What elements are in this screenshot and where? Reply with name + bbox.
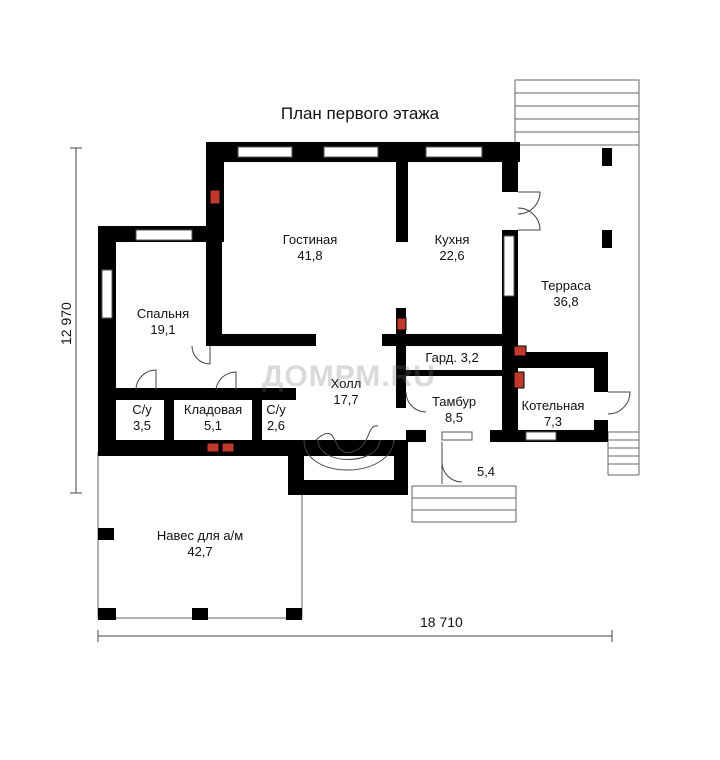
doors: [135, 191, 631, 484]
room-carport-area: 42,7: [187, 544, 213, 559]
spiral-staircase: [303, 425, 395, 471]
room-kitchen: Кухня 22,6: [435, 232, 470, 264]
room-terrace-name: Терраса: [541, 278, 591, 293]
room-bedroom-name: Спальня: [136, 306, 190, 321]
windows: [101, 146, 557, 441]
room-wc2-name: С/у: [266, 402, 286, 417]
room-storage-name: Кладовая: [183, 402, 243, 417]
room-wc1: С/у 3,5: [132, 402, 152, 434]
room-terrace: Терраса 36,8: [541, 278, 591, 310]
room-wc1-name: С/у: [132, 402, 152, 417]
room-wc2: С/у 2,6: [266, 402, 286, 434]
room-boiler-area: 7,3: [543, 414, 563, 429]
room-living-area: 41,8: [297, 248, 323, 263]
room-hall: Холл 17,7: [331, 376, 362, 408]
room-carport: Навес для а/м 42,7: [157, 528, 243, 560]
room-living-name: Гостиная: [282, 232, 338, 247]
room-storage: Кладовая 5,1: [184, 402, 242, 434]
room-porch: 5,4: [477, 464, 495, 480]
room-hall-name: Холл: [330, 376, 362, 391]
chimneys: [206, 189, 527, 453]
room-porch-area: 5,4: [476, 464, 496, 479]
room-vestibule-area: 8,5: [444, 410, 464, 425]
watermark: ДОМРМ.RU: [262, 360, 436, 393]
dimension-lines: [70, 147, 613, 642]
room-kitchen-area: 22,6: [439, 248, 465, 263]
room-garderob-name: Гард.: [425, 350, 457, 365]
room-bedroom: Спальня 19,1: [137, 306, 189, 338]
entrance-steps: [411, 485, 517, 523]
room-storage-area: 5,1: [203, 418, 223, 433]
width-dimension: 18 710: [420, 614, 463, 630]
room-boiler-name: Котельная: [521, 398, 585, 413]
room-terrace-area: 36,8: [553, 294, 579, 309]
room-bedroom-area: 19,1: [150, 322, 176, 337]
room-vestibule-name: Тамбур: [431, 394, 477, 409]
room-carport-name: Навес для а/м: [156, 528, 244, 543]
room-boiler: Котельная 7,3: [522, 398, 585, 430]
room-garderob-area: 3,2: [460, 350, 479, 365]
room-wc1-area: 3,5: [132, 418, 152, 433]
room-living: Гостиная 41,8: [283, 232, 338, 264]
height-dimension: 12 970: [58, 302, 74, 345]
room-kitchen-name: Кухня: [434, 232, 470, 247]
room-hall-area: 17,7: [333, 392, 359, 407]
room-vestibule: Тамбур 8,5: [432, 394, 476, 426]
room-garderob: Гард. 3,2: [425, 350, 478, 366]
plan-title: План первого этажа: [280, 104, 440, 123]
room-wc2-area: 2,6: [266, 418, 286, 433]
